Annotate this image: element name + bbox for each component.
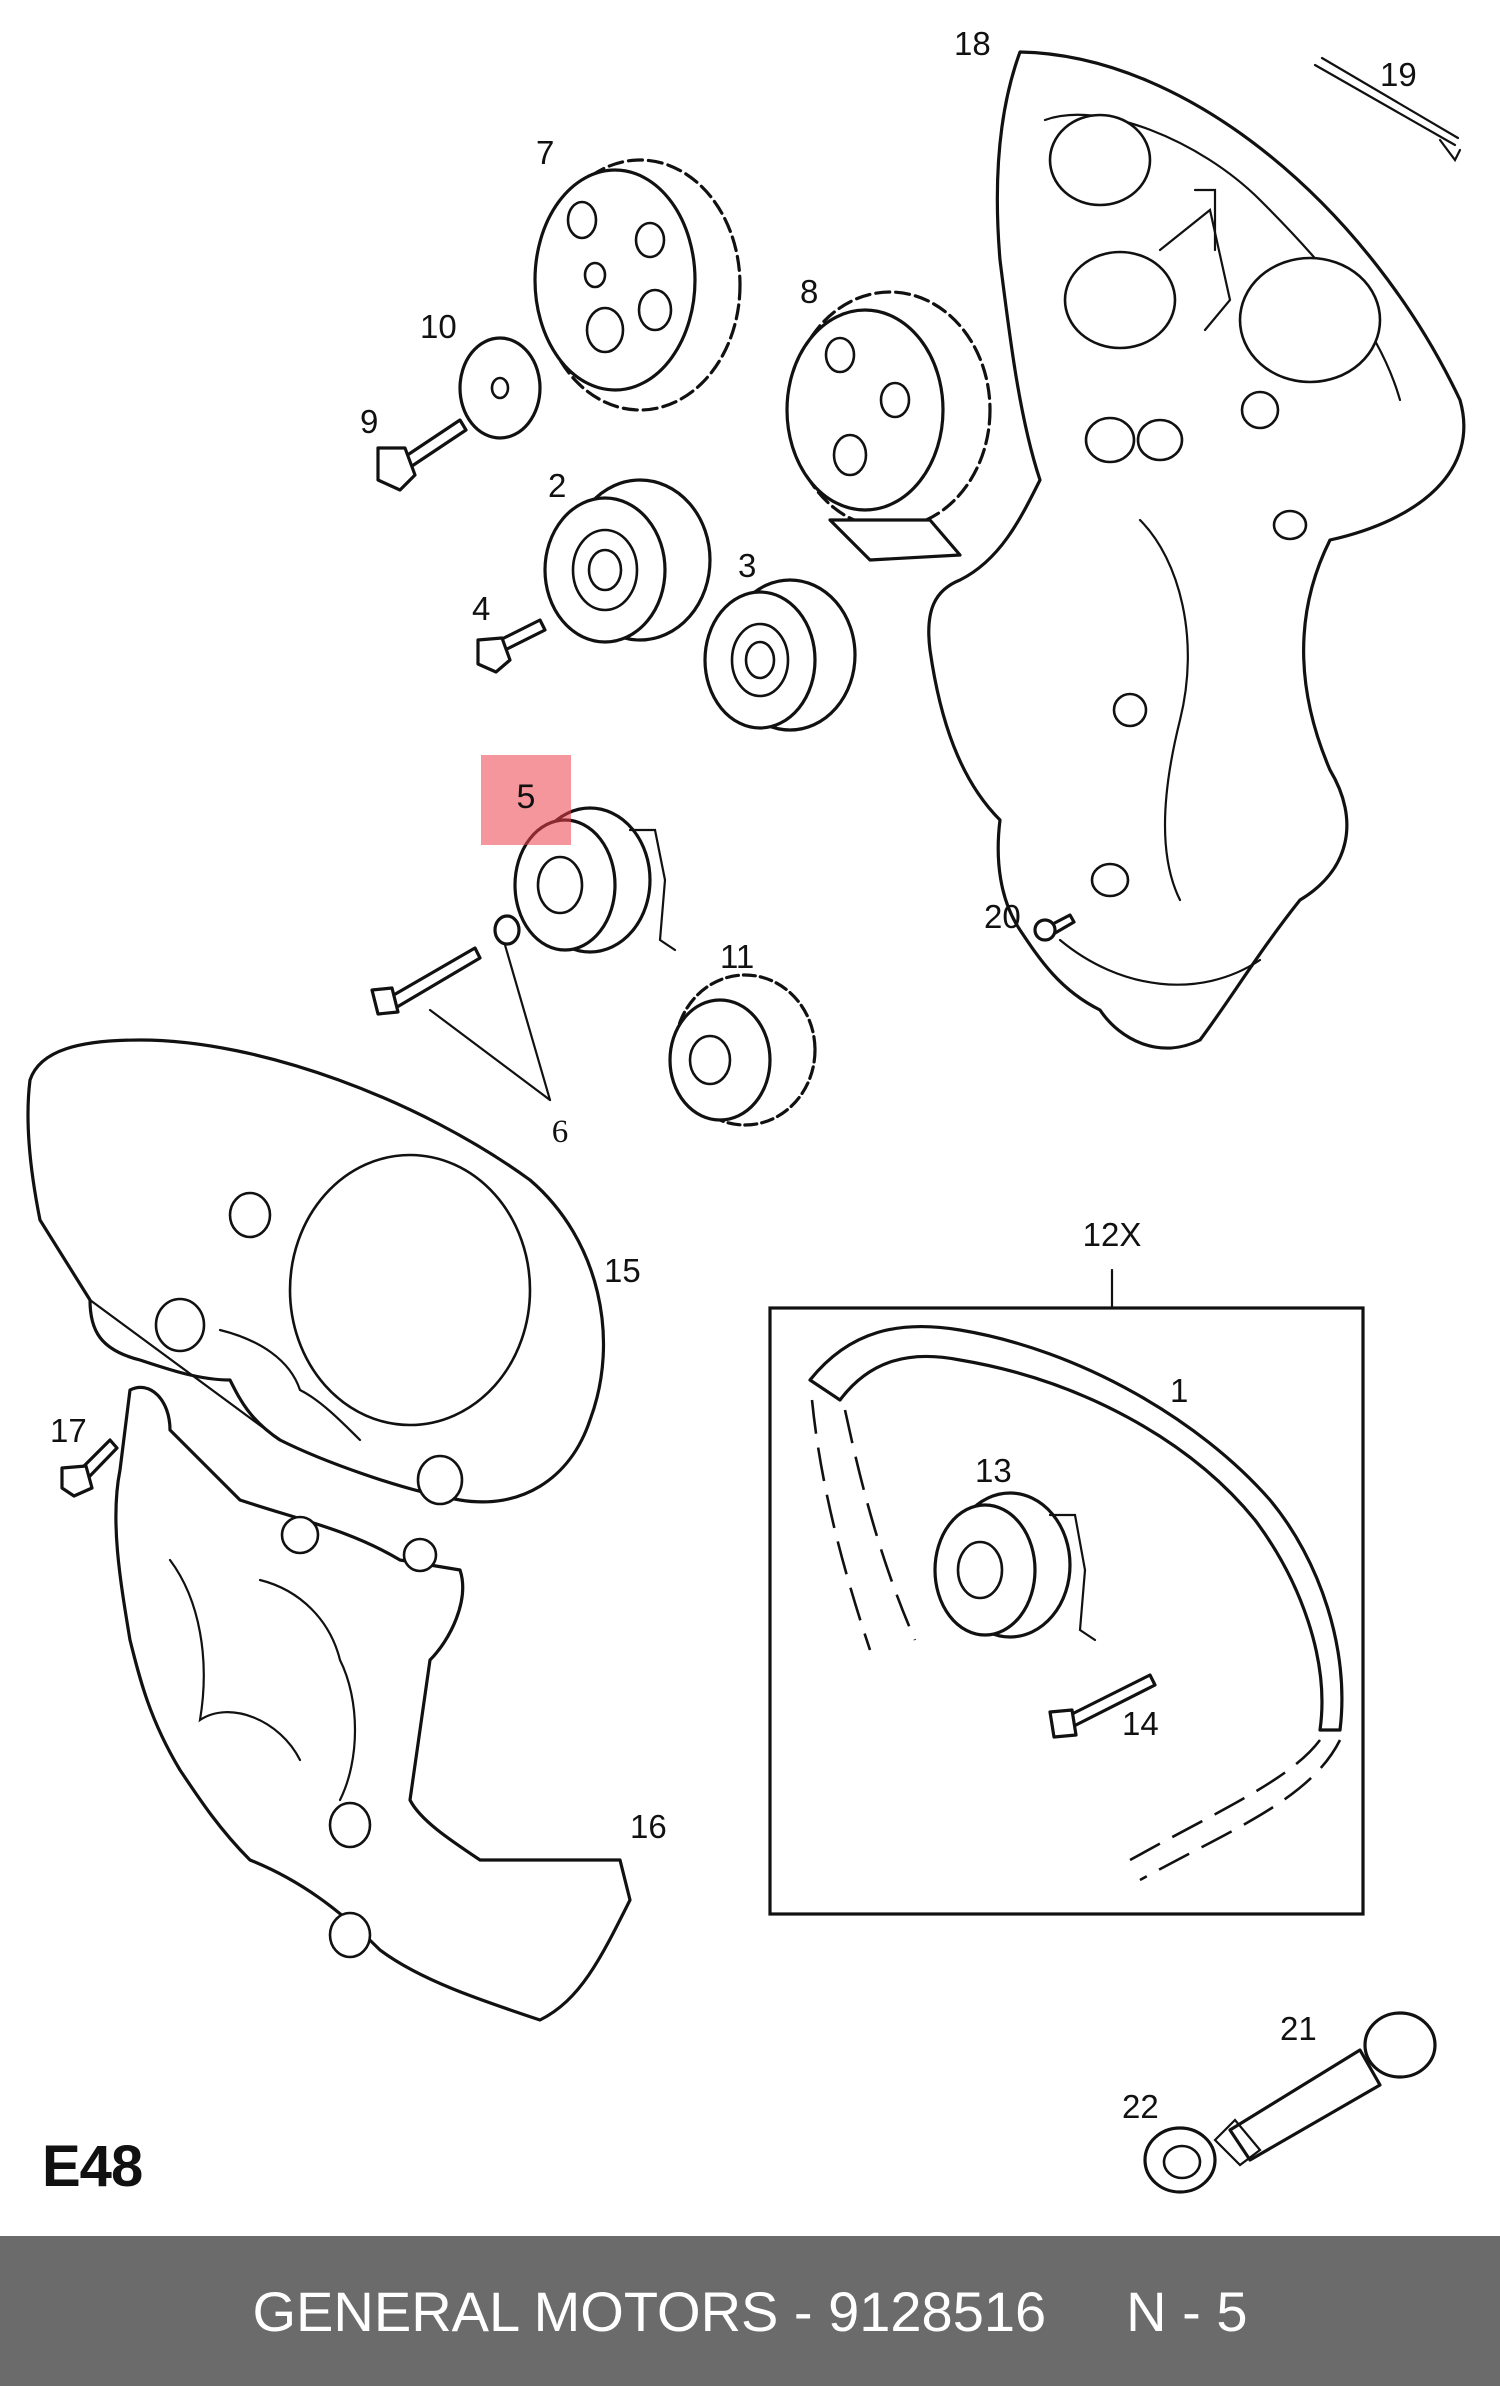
sensor-21 <box>1213 2011 1437 2167</box>
footer-title: GENERAL MOTORS - 9128516 <box>252 2279 1047 2343</box>
callout-5-highlighted: 5 <box>516 778 536 816</box>
callout-6: 6 <box>552 1114 569 1150</box>
bolt-17 <box>60 1438 119 1498</box>
callout-10: 10 <box>420 308 457 345</box>
callout-1: 1 <box>1170 1372 1188 1409</box>
callout-2: 2 <box>548 467 566 504</box>
parts-diagram: 12X 1 2 3 4 6 7 8 9 10 11 13 14 15 16 17… <box>26 25 1466 2194</box>
crankshaft-sprocket-11 <box>668 973 817 1127</box>
callout-20: 20 <box>984 898 1021 935</box>
footer-ref: N - 5 <box>1126 2279 1248 2343</box>
bolt-4 <box>476 618 547 674</box>
callout-7: 7 <box>536 134 554 171</box>
footer-bar: GENERAL MOTORS - 9128516 N - 5 <box>0 2236 1500 2386</box>
rear-timing-cover-18 <box>927 50 1466 1050</box>
callout-11: 11 <box>720 938 754 975</box>
camshaft-sprocket-8 <box>785 290 992 562</box>
callout-18: 18 <box>954 25 991 62</box>
camshaft-sprocket-7 <box>533 158 742 412</box>
callout-8: 8 <box>800 273 818 310</box>
callout-22: 22 <box>1122 2088 1159 2125</box>
seal-ring-22 <box>1143 2126 1217 2194</box>
callout-17: 17 <box>50 1412 87 1449</box>
callout-19: 19 <box>1380 56 1417 93</box>
callout-4: 4 <box>472 590 490 627</box>
callout-12x: 12X <box>1083 1216 1142 1253</box>
bolt-20 <box>1033 913 1076 942</box>
bolt-9 <box>376 418 468 492</box>
callout-16: 16 <box>630 1808 667 1845</box>
lower-cover-16 <box>114 1385 632 2022</box>
callout-21: 21 <box>1280 2010 1317 2047</box>
kit-box-12x <box>768 1268 1365 1916</box>
callout-15: 15 <box>604 1252 641 1289</box>
diagram-page-code: E48 <box>42 2134 143 2199</box>
front-timing-cover-15 <box>26 1038 606 1506</box>
highlight-box <box>481 755 571 845</box>
seal-strip-19 <box>1313 56 1462 163</box>
idler-pulley-3 <box>703 578 857 732</box>
idler-pulley-2 <box>543 478 712 644</box>
tensioner-5 <box>370 806 677 1102</box>
callout-14: 14 <box>1122 1705 1159 1742</box>
callout-9: 9 <box>360 403 378 440</box>
washer-10 <box>458 336 542 440</box>
callout-3: 3 <box>738 547 756 584</box>
callout-13: 13 <box>975 1452 1012 1489</box>
